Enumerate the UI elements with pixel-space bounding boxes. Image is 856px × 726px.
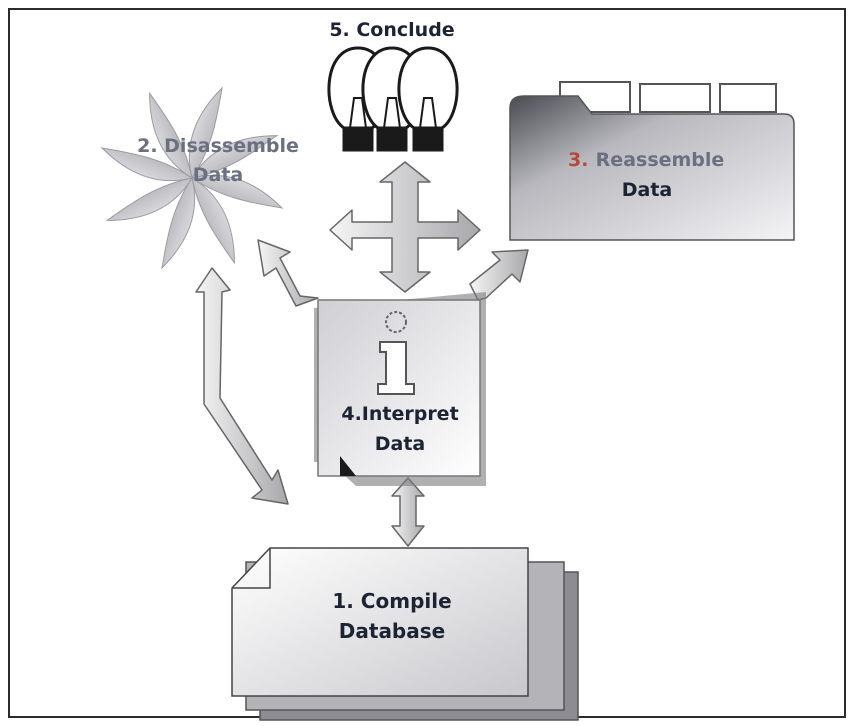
disassemble-to-compile-arrow — [195, 267, 289, 505]
compile-document-stack-icon — [231, 547, 579, 721]
disassemble-pinwheel-icon — [100, 86, 284, 270]
disassemble-label-line2: Data — [193, 164, 244, 186]
cross-arrow — [329, 161, 481, 293]
conclude-lightbulb-icon — [327, 46, 459, 152]
arrows — [195, 161, 529, 547]
disassemble-label-line1: 2. Disassemble — [137, 135, 299, 157]
interpret-to-reassemble-arrow — [469, 249, 529, 301]
compile-label-line1: 1. Compile — [332, 589, 451, 613]
interpret-to-disassemble-arrow — [257, 239, 319, 307]
interpret-info-icon — [314, 292, 486, 486]
compile-label-line2: Database — [339, 619, 445, 643]
reassemble-label-line2: Data — [622, 179, 673, 201]
interpret-label-line2: Data — [375, 433, 426, 455]
interpret-label-line1: 4.Interpret — [341, 403, 458, 425]
reassemble-label-line1: Reassemble — [596, 149, 725, 171]
reassemble-number: 3. — [568, 149, 588, 171]
compile-to-interpret-arrow — [391, 477, 425, 547]
conclude-label: 5. Conclude — [329, 19, 454, 41]
reassemble-folder-icon — [509, 81, 795, 241]
